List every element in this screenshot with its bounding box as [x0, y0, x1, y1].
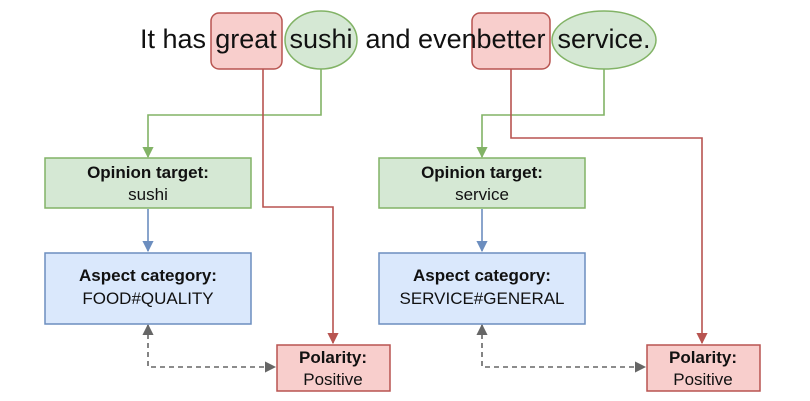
dashed-link-right: [476, 323, 647, 373]
opinion-target-title-left: Opinion target:: [87, 163, 209, 182]
dashed-link-left: [142, 323, 277, 373]
polarity-box-left: Polarity: Positive: [276, 344, 391, 392]
opinion-target-value-right: service: [455, 185, 509, 204]
polarity-title-right: Polarity:: [669, 348, 737, 367]
aspect-category-value-left: FOOD#QUALITY: [82, 289, 213, 308]
word-sushi: sushi: [289, 24, 352, 54]
arrow-service-to-target: [476, 69, 605, 159]
opinion-target-title-right: Opinion target:: [421, 163, 543, 182]
aspect-category-title-right: Aspect category:: [413, 266, 551, 285]
arrow-better-to-polarity: [510, 69, 708, 345]
arrow-great-to-polarity: [262, 69, 339, 345]
polarity-box-right: Polarity: Positive: [646, 344, 761, 392]
sentence-middle: and even: [358, 24, 484, 54]
polarity-value-left: Positive: [303, 370, 363, 389]
aspect-category-value-right: SERVICE#GENERAL: [399, 289, 564, 308]
aspect-category-box-right: Aspect category: SERVICE#GENERAL: [378, 252, 586, 325]
sentence-prefix: It has: [140, 24, 214, 54]
opinion-target-box-right: Opinion target: service: [378, 157, 586, 209]
word-service: service.: [557, 24, 650, 54]
word-better: better: [476, 24, 545, 54]
opinion-target-value-left: sushi: [128, 185, 168, 204]
word-great: great: [215, 24, 277, 54]
opinion-target-box-left: Opinion target: sushi: [44, 157, 252, 209]
highlight-great: [210, 12, 283, 70]
polarity-value-right: Positive: [673, 370, 733, 389]
arrow-sushi-to-target: [142, 69, 322, 159]
polarity-title-left: Polarity:: [299, 348, 367, 367]
aspect-category-box-left: Aspect category: FOOD#QUALITY: [44, 252, 252, 325]
aspect-category-title-left: Aspect category:: [79, 266, 217, 285]
